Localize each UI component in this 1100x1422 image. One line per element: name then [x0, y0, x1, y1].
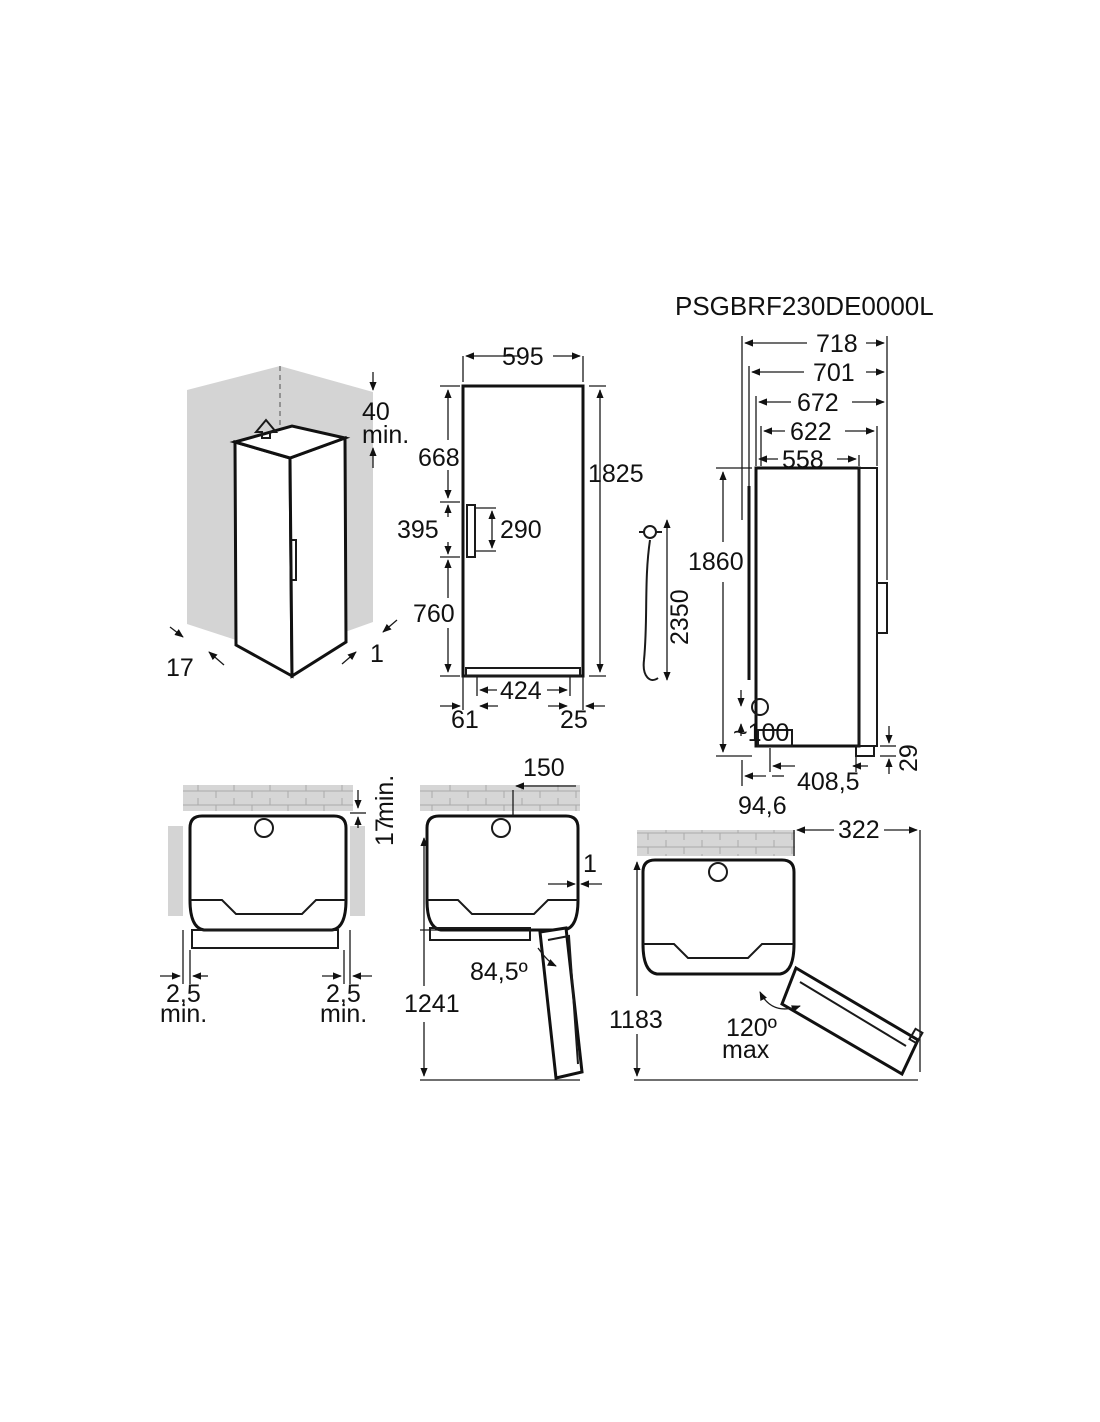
depth-622-value: 622	[790, 418, 832, 446]
front-width-value: 595	[502, 343, 544, 371]
right-gap-unit: min.	[320, 1000, 367, 1028]
side-door	[858, 467, 878, 747]
wall-bricks-2	[420, 785, 580, 811]
depth-558-value: 558	[782, 446, 824, 474]
plan-door-open-view: 150 1 84,5º 1241	[404, 754, 602, 1081]
side-gap-right-value: 1	[370, 640, 384, 668]
top-clearance-value: 40	[362, 398, 390, 426]
plug-height-value: ~100	[733, 719, 789, 747]
side-gap-value: 1	[583, 850, 597, 878]
foot-offset-value: 94,6	[738, 792, 787, 820]
plug-icon	[643, 525, 657, 539]
lower-section-value: 760	[413, 600, 455, 628]
depth-701-value: 701	[813, 359, 855, 387]
plan1-plug-icon	[254, 818, 274, 838]
right-gap-value: 2,5	[326, 980, 361, 1008]
front-height-value: 1825	[588, 460, 644, 488]
depth-672-value: 672	[797, 389, 839, 417]
door-width-value: 322	[838, 816, 880, 844]
side-wall-right	[350, 826, 365, 916]
cable-length-value: 2350	[666, 589, 694, 645]
foot-left-value: 61	[451, 706, 479, 734]
handle-zone-value: 395	[397, 516, 439, 544]
foot-depth-value: 408,5	[797, 768, 860, 796]
back-gap-value: 17	[371, 818, 399, 846]
plan3-body	[641, 858, 796, 976]
depth-1183-value: 1183	[609, 1006, 663, 1034]
wall-bricks-1	[183, 785, 353, 811]
left-gap-value: 2,5	[166, 980, 201, 1008]
wall-bricks-3	[637, 830, 795, 856]
max-angle-value: 120º	[726, 1014, 777, 1042]
front-view: 595 1825 668 395 760 290 424 61 25	[397, 343, 644, 734]
door-angle-value: 84,5º	[470, 958, 528, 986]
side-plug-icon	[751, 698, 769, 716]
max-angle-note: max	[722, 1036, 770, 1064]
depth-1241-value: 1241	[404, 990, 460, 1018]
front-handle	[466, 504, 476, 558]
plan-door-max-view: 322 120º max 1183	[609, 816, 924, 1081]
side-body	[754, 466, 861, 748]
front-body	[461, 384, 585, 678]
side-wall-left	[168, 826, 183, 916]
perspective-view: 40 min. 17 1	[166, 366, 409, 682]
back-gap-unit: min.	[371, 775, 399, 822]
plan2-plug-icon	[491, 818, 511, 838]
top-clearance-unit: min.	[362, 421, 409, 449]
model-code: PSGBRF230DE0000L	[675, 291, 934, 321]
plan2-door	[538, 926, 584, 1080]
side-gap-left-value: 17	[166, 654, 194, 682]
handle-length-value: 290	[500, 516, 542, 544]
side-height-value: 1860	[688, 548, 744, 576]
depth-718-value: 718	[816, 330, 858, 358]
appliance-front-face	[233, 439, 294, 679]
left-gap-unit: min.	[160, 1000, 207, 1028]
side-view: 718 701 672 622 558 1860 ~100 408,5 94,6	[688, 330, 923, 820]
appliance-side-face	[288, 435, 348, 679]
plan2-body	[425, 814, 580, 932]
upper-section-value: 668	[418, 444, 460, 472]
wall-offset-value: 150	[523, 754, 565, 782]
perspective-handle	[292, 539, 297, 581]
plan3-plug-icon	[708, 862, 728, 882]
plan1-body	[188, 814, 348, 932]
up-arrow-icon	[253, 418, 279, 439]
plan-clearance-view: 17 min. 2,5 min. 2,5 min.	[160, 775, 399, 1028]
foot-height-value: 29	[895, 744, 923, 772]
foot-right-value: 25	[560, 706, 588, 734]
foot-spacing-value: 424	[500, 677, 542, 705]
power-cable: 2350	[639, 519, 694, 681]
